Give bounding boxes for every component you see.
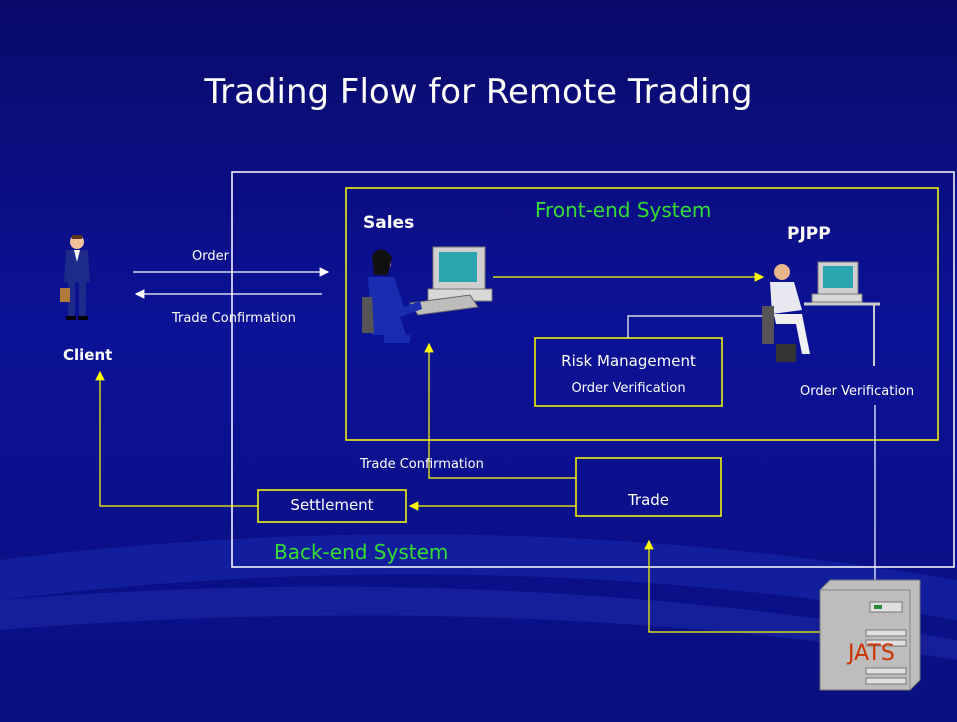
front-end-system-label: Front-end System: [535, 198, 712, 222]
order-label: Order: [192, 249, 229, 264]
trade-to-sales-arrow: [424, 342, 576, 479]
settlement-box-label: Settlement: [290, 496, 374, 514]
pjpp-icon: [762, 261, 880, 366]
risk-management-title: Risk Management: [561, 352, 696, 370]
client-icon: [60, 235, 90, 320]
jats-label: JATS: [848, 641, 895, 666]
risk-connector: [627, 315, 780, 338]
back-end-system-label: Back-end System: [274, 540, 449, 564]
trade-confirmation-label-bottom: Trade Confirmation: [360, 457, 484, 472]
client-label: Client: [63, 346, 113, 364]
pjpp-label: PJPP: [787, 224, 831, 244]
jats-server-icon: [819, 579, 921, 691]
trade-box-label: Trade: [627, 491, 670, 509]
risk-order-verification: Order Verification: [571, 381, 686, 396]
sales-label: Sales: [363, 213, 415, 233]
jats-to-trade-arrow: [644, 539, 820, 633]
pjpp-order-verification-label: Order Verification: [800, 384, 915, 399]
trade-confirmation-label-top: Trade Confirmation: [172, 311, 296, 326]
settlement-to-client-arrow: [95, 370, 258, 507]
slide-title: Trading Flow for Remote Trading: [204, 72, 753, 112]
sales-icon: [362, 246, 493, 343]
trade-box: [575, 457, 722, 517]
back-end-system-box: [231, 171, 955, 568]
front-end-system-box: [345, 187, 939, 441]
